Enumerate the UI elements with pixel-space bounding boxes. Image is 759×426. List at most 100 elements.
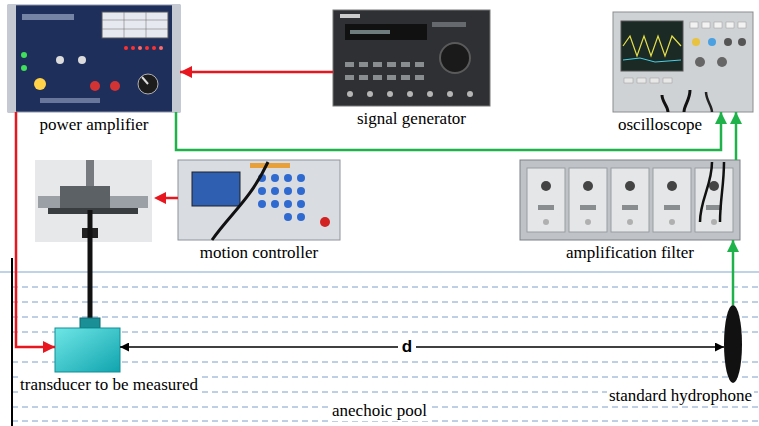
power-amplifier-photo xyxy=(78,56,86,64)
signal-generator-photo xyxy=(427,91,433,97)
oscilloscope-photo xyxy=(623,36,681,56)
amplification-filter-photo xyxy=(695,168,733,232)
equipment-box: standard hydrophone xyxy=(724,305,742,383)
signal-generator-photo xyxy=(350,30,390,34)
amplification-filter-photo xyxy=(700,162,712,222)
power-amplifier-photo xyxy=(172,5,180,112)
amplification-filter-photo xyxy=(538,205,722,210)
amplification-filter-photo xyxy=(709,181,719,191)
amplification-filter-photo xyxy=(520,160,740,240)
signal-generator-photo xyxy=(387,91,393,97)
power-amplifier-photo xyxy=(34,78,46,90)
device-caption: standard hydrophone xyxy=(607,386,754,406)
oscilloscope-photo xyxy=(714,22,722,28)
device-caption: signal generator xyxy=(355,109,468,129)
equipment-box: motion controller xyxy=(178,160,340,240)
power-amplifier-photo xyxy=(102,29,168,30)
motion-controller-photo xyxy=(258,200,266,208)
motion-controller-photo xyxy=(178,160,340,240)
amplification-filter-photo xyxy=(627,219,633,225)
signal-generator-photo xyxy=(345,24,427,40)
amplification-filter-photo xyxy=(625,181,635,191)
oscilloscope-photo xyxy=(613,12,753,112)
power-amplifier-photo xyxy=(102,12,168,38)
power-amplifier-photo xyxy=(102,20,168,21)
positioning-rig-photo xyxy=(48,208,138,214)
signal-generator-photo xyxy=(407,91,413,97)
motion-controller-photo xyxy=(297,200,305,208)
motion-controller-photo xyxy=(271,174,279,182)
motion-controller-photo xyxy=(284,200,292,208)
signal-generator-photo xyxy=(447,91,453,97)
power-amplifier-photo xyxy=(22,14,74,20)
amplification-filter-photo xyxy=(543,219,549,225)
signal-connector xyxy=(735,112,738,160)
pool-water xyxy=(12,362,759,363)
oscilloscope-photo xyxy=(623,58,681,62)
transducer-shape xyxy=(55,328,120,372)
transducer-rod xyxy=(88,210,93,318)
oscilloscope-photo xyxy=(708,38,716,46)
power-amplifier-photo xyxy=(8,5,180,112)
power-amplifier-photo xyxy=(21,65,27,71)
equipment-box: power amplifier xyxy=(8,5,180,112)
amplification-filter-photo xyxy=(541,181,551,191)
control-arrow xyxy=(154,192,178,204)
signal-generator-photo xyxy=(359,75,368,80)
motion-controller-photo xyxy=(297,213,305,221)
motion-controller-photo xyxy=(258,174,305,221)
oscilloscope-photo xyxy=(662,95,668,112)
signal-generator-photo xyxy=(373,62,382,67)
equipment-box: transducer to be measured xyxy=(55,328,120,372)
device-caption: power amplifier xyxy=(37,115,150,135)
signal-generator-photo xyxy=(440,43,470,73)
signal-generator-photo xyxy=(345,62,424,80)
oscilloscope-photo xyxy=(663,78,672,83)
motion-controller-photo xyxy=(297,174,305,182)
distance-label: d xyxy=(398,338,416,357)
signal-generator-photo xyxy=(333,10,490,106)
signal-generator-photo xyxy=(347,91,473,97)
signal-generator-photo xyxy=(333,10,490,106)
power-amplifier-photo xyxy=(8,5,180,112)
signal-generator-photo xyxy=(367,91,373,97)
oscilloscope-photo xyxy=(692,38,700,46)
oscilloscope-photo xyxy=(726,22,734,28)
control-arrow xyxy=(164,197,178,200)
motion-controller-photo xyxy=(297,187,305,195)
pool-water xyxy=(0,271,759,273)
amplification-filter-photo xyxy=(527,168,565,232)
motion-controller-photo xyxy=(284,174,292,182)
power-amplifier-photo xyxy=(21,52,27,58)
motion-controller-photo xyxy=(192,172,240,206)
device-caption: oscilloscope xyxy=(616,115,704,135)
amplification-filter-photo xyxy=(583,181,593,191)
oscilloscope-photo xyxy=(695,57,705,67)
signal-generator-photo xyxy=(387,75,396,80)
motion-controller-photo xyxy=(250,163,290,168)
amplification-filter-photo xyxy=(720,162,724,222)
motion-controller-photo xyxy=(284,213,292,221)
positioning-rig-photo xyxy=(35,160,152,242)
equipment-box: amplification filter xyxy=(520,160,740,240)
oscilloscope-photo xyxy=(637,78,646,83)
pool-water xyxy=(12,302,759,303)
motion-controller-photo xyxy=(271,200,279,208)
signal-generator-photo xyxy=(340,14,360,18)
amplification-filter-photo xyxy=(541,181,719,191)
signal-generator-photo xyxy=(415,75,424,80)
amplification-filter-photo xyxy=(711,219,717,225)
motion-controller-photo xyxy=(320,217,330,227)
amplification-filter-photo xyxy=(543,219,717,225)
signal-generator-photo xyxy=(401,62,410,67)
power-amplifier-photo xyxy=(138,74,158,94)
signal-generator-photo xyxy=(467,91,473,97)
power-amplifier-photo xyxy=(124,12,125,38)
motion-controller-photo xyxy=(212,162,268,240)
power-amplifier-photo xyxy=(138,46,142,50)
pool-water xyxy=(12,332,759,333)
signal-generator-photo xyxy=(347,91,353,97)
motion-controller-photo xyxy=(284,187,292,195)
